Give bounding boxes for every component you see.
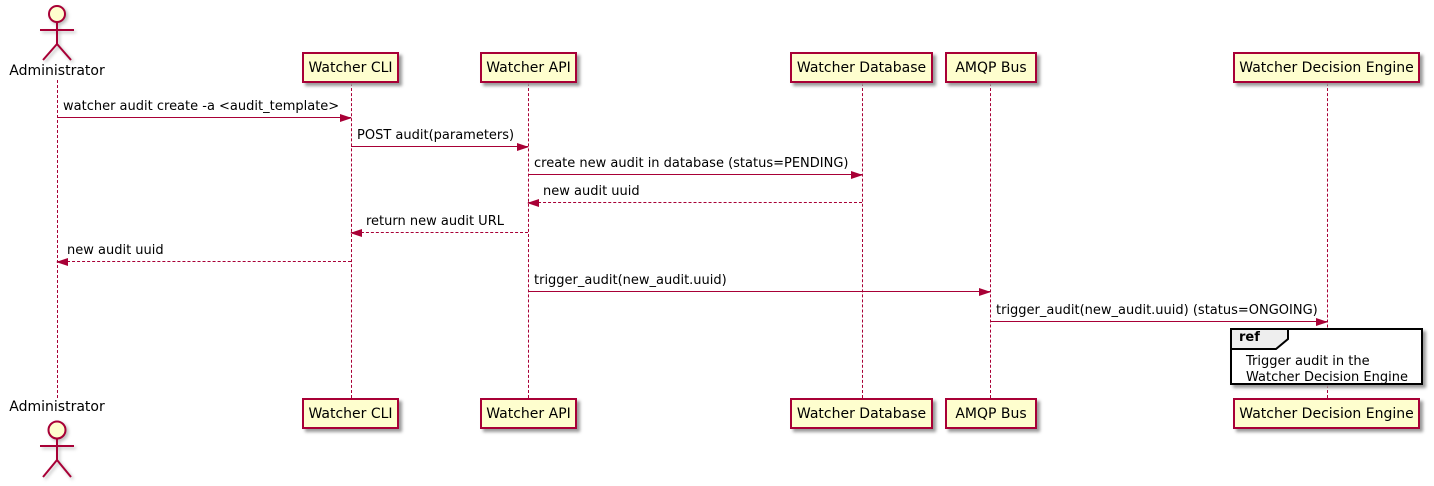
message-label: create new audit in database (status=PEN…: [534, 156, 849, 171]
message-post-audit: POST audit(parameters): [351, 126, 529, 151]
message-return-audit-url: return new audit URL: [350, 212, 528, 237]
message-label: new audit uuid: [67, 243, 164, 258]
message-new-audit-uuid-return: new audit uuid: [527, 182, 862, 207]
participant-watcher-cli-bottom: Watcher CLI: [302, 398, 399, 429]
message-line: [57, 261, 351, 262]
participant-label: Watcher CLI: [308, 59, 393, 76]
participant-label: Watcher Database: [796, 405, 927, 422]
message-line: [528, 291, 990, 292]
message-audit-create: watcher audit create -a <audit_template>: [57, 97, 352, 122]
participant-watcher-database-bottom: Watcher Database: [790, 398, 933, 429]
participant-label: Watcher Decision Engine: [1239, 59, 1414, 76]
participant-watcher-decision-engine-top: Watcher Decision Engine: [1233, 52, 1420, 83]
participant-watcher-decision-engine-bottom: Watcher Decision Engine: [1233, 398, 1420, 429]
arrowhead-left-icon: [56, 258, 68, 266]
message-label: return new audit URL: [366, 214, 504, 229]
message-label: watcher audit create -a <audit_template>: [63, 99, 340, 114]
arrowhead-right-icon: [340, 114, 352, 122]
lifeline-watcher-api: [528, 83, 529, 398]
lifeline-administrator: [57, 80, 58, 398]
participant-watcher-database-top: Watcher Database: [790, 52, 933, 83]
ref-pentagon-icon: [1230, 328, 1289, 350]
ref-keyword: ref: [1239, 330, 1260, 345]
message-label: trigger_audit(new_audit.uuid): [534, 273, 727, 288]
arrowhead-left-icon: [350, 229, 362, 237]
participant-label: Watcher Decision Engine: [1239, 405, 1414, 422]
arrowhead-right-icon: [979, 288, 991, 296]
ref-text-line: Trigger audit in the: [1246, 354, 1370, 369]
actor-label-bottom: Administrator: [9, 399, 105, 415]
lifeline-watcher-cli: [351, 83, 352, 398]
message-create-audit-db: create new audit in database (status=PEN…: [528, 154, 863, 179]
participant-amqp-bus-bottom: AMQP Bus: [945, 398, 1037, 429]
participant-watcher-api-bottom: Watcher API: [480, 398, 577, 429]
message-line: [351, 232, 528, 233]
message-new-audit-uuid-admin: new audit uuid: [56, 241, 351, 266]
participant-label: Watcher CLI: [308, 405, 393, 422]
message-line: [57, 117, 351, 118]
message-trigger-audit: trigger_audit(new_audit.uuid): [528, 271, 991, 296]
participant-watcher-cli-top: Watcher CLI: [302, 52, 399, 83]
participant-label: Watcher API: [486, 59, 571, 76]
arrowhead-right-icon: [517, 143, 529, 151]
participant-label: AMQP Bus: [955, 59, 1027, 76]
message-line: [528, 202, 862, 203]
ref-text-line: Watcher Decision Engine: [1246, 370, 1408, 385]
actor-label-top: Administrator: [9, 63, 105, 79]
message-label: trigger_audit(new_audit.uuid) (status=ON…: [996, 303, 1318, 318]
lifeline-amqp-bus: [990, 83, 991, 398]
arrowhead-right-icon: [1316, 318, 1328, 326]
lifeline-watcher-database: [862, 83, 863, 398]
participant-amqp-bus-top: AMQP Bus: [945, 52, 1037, 83]
arrowhead-left-icon: [527, 199, 539, 207]
participant-label: Watcher API: [486, 405, 571, 422]
message-line: [351, 146, 528, 147]
participant-label: AMQP Bus: [955, 405, 1027, 422]
participant-label: Watcher Database: [796, 59, 927, 76]
ref-fragment: ref Trigger audit in the Watcher Decisio…: [1230, 328, 1423, 385]
message-trigger-audit-ongoing: trigger_audit(new_audit.uuid) (status=ON…: [990, 301, 1328, 326]
lifeline-watcher-decision-engine: [1327, 83, 1328, 398]
message-line: [528, 174, 862, 175]
actor-stick-figure-icon: [40, 420, 74, 478]
ref-header: ref: [1230, 328, 1290, 350]
message-label: new audit uuid: [543, 184, 640, 199]
message-line: [990, 321, 1327, 322]
actor-stick-figure-icon: [40, 5, 74, 61]
message-label: POST audit(parameters): [357, 128, 515, 143]
arrowhead-right-icon: [851, 171, 863, 179]
participant-watcher-api-top: Watcher API: [480, 52, 577, 83]
